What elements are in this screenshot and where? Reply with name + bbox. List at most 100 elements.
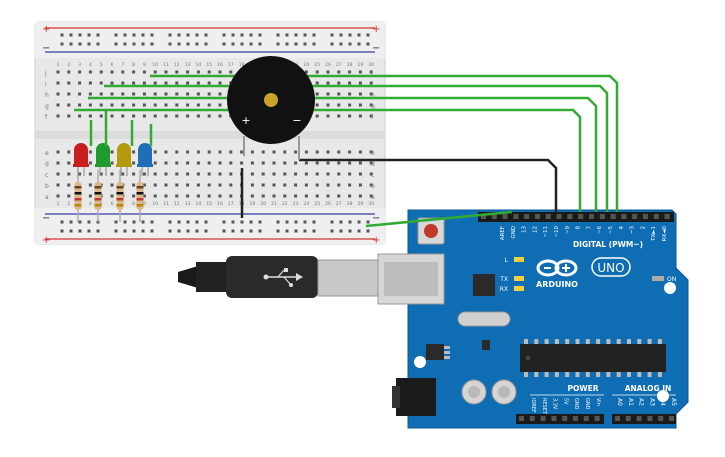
wire-pin8 xyxy=(74,108,582,212)
rail-hole xyxy=(87,42,91,46)
buzzer-hole xyxy=(264,93,278,107)
rail-hole xyxy=(339,33,343,37)
breadboard-hole xyxy=(337,150,341,154)
piezo-buzzer[interactable]: + − xyxy=(227,56,315,160)
rail-hole xyxy=(303,42,307,46)
wire-gnd xyxy=(365,210,513,228)
breadboard-hole xyxy=(207,103,211,107)
breadboard-hole xyxy=(153,103,157,107)
breadboard-hole xyxy=(132,172,136,176)
reset-button-cap[interactable] xyxy=(424,224,438,238)
digital-pin-label: 7 xyxy=(586,226,592,230)
breadboard-hole xyxy=(164,81,168,85)
breadboard-hole xyxy=(175,114,179,118)
row-letter: b xyxy=(371,183,375,190)
breadboard-hole xyxy=(315,70,319,74)
rail-hole xyxy=(258,33,262,37)
breadboard-hole xyxy=(78,172,82,176)
breadboard-hole xyxy=(121,92,125,96)
rail-hole xyxy=(132,220,136,224)
row-letter: a xyxy=(45,194,49,201)
breadboard-hole xyxy=(175,70,179,74)
header-pin xyxy=(491,214,497,219)
breadboard-hole xyxy=(186,150,190,154)
rail-hole xyxy=(312,42,316,46)
l-led-label: L xyxy=(505,257,509,264)
breadboard-hole xyxy=(196,150,200,154)
mcu-pin xyxy=(575,339,580,344)
breadboard-hole xyxy=(348,92,352,96)
breadboard-hole xyxy=(348,150,352,154)
breadboard-hole xyxy=(218,183,222,187)
digital-pin-label: ~11 xyxy=(543,226,549,238)
dc-jack-front xyxy=(392,386,400,408)
header-pin xyxy=(551,416,557,421)
breadboard-hole xyxy=(175,92,179,96)
column-number: 10 xyxy=(152,201,158,207)
mcu-pin xyxy=(524,372,528,377)
breadboard-hole xyxy=(186,172,190,176)
breadboard-hole xyxy=(186,92,190,96)
row-letter: i xyxy=(371,81,373,88)
rail-hole xyxy=(222,33,226,37)
mcu-pin xyxy=(585,372,590,377)
mcu-pin xyxy=(575,372,580,377)
header-pin xyxy=(513,214,519,219)
breadboard-hole xyxy=(315,194,319,198)
column-number: 2 xyxy=(67,201,70,207)
rail-hole xyxy=(195,229,199,233)
row-letter: c xyxy=(45,172,48,179)
center-trench xyxy=(35,131,385,139)
breadboard-hole xyxy=(175,103,179,107)
mcu-pin xyxy=(534,339,539,344)
usb-cable[interactable] xyxy=(178,253,445,305)
resistor-band xyxy=(116,186,124,189)
rail-hole xyxy=(348,229,352,233)
rail-hole xyxy=(249,229,253,233)
breadboard-hole xyxy=(153,172,157,176)
rail-hole xyxy=(285,42,289,46)
header-pin xyxy=(545,214,551,219)
breadboard-hole xyxy=(99,92,103,96)
rail-hole xyxy=(78,33,82,37)
breadboard-hole xyxy=(348,161,352,165)
column-number: 24 xyxy=(304,201,310,207)
rail-hole xyxy=(60,33,64,37)
rail-hole xyxy=(60,229,64,233)
breadboard-hole xyxy=(175,161,179,165)
breadboard-hole xyxy=(88,161,92,165)
tx-led-label: TX xyxy=(499,276,508,283)
breadboard-hole xyxy=(229,194,233,198)
breadboard-hole xyxy=(164,194,168,198)
breadboard-hole xyxy=(142,92,146,96)
column-number: 23 xyxy=(293,201,299,207)
breadboard-hole xyxy=(67,172,71,176)
mcu-pin xyxy=(616,339,621,344)
breadboard-hole xyxy=(250,194,254,198)
breadboard-hole xyxy=(326,172,330,176)
rail-hole xyxy=(366,229,370,233)
breadboard-hole xyxy=(67,161,71,165)
dc-power-jack[interactable] xyxy=(396,378,436,416)
column-number: 21 xyxy=(271,201,277,207)
breadboard-hole xyxy=(207,81,211,85)
rail-hole xyxy=(114,220,118,224)
breadboard-hole xyxy=(369,150,373,154)
rail-hole xyxy=(303,220,307,224)
rail-plus-label: + xyxy=(372,24,380,35)
header-pin xyxy=(589,214,594,219)
breadboard-hole xyxy=(294,161,298,165)
row-letter: d xyxy=(45,161,49,168)
rail-hole xyxy=(87,229,91,233)
rail-hole xyxy=(366,33,370,37)
rail-hole xyxy=(150,42,154,46)
rail-hole xyxy=(60,42,64,46)
breadboard-hole xyxy=(218,70,222,74)
rail-hole xyxy=(78,42,82,46)
rail-hole xyxy=(168,220,172,224)
breadboard-hole xyxy=(326,70,330,74)
breadboard-hole xyxy=(196,103,200,107)
breadboard-hole xyxy=(358,103,362,107)
mcu-pin xyxy=(565,372,570,377)
